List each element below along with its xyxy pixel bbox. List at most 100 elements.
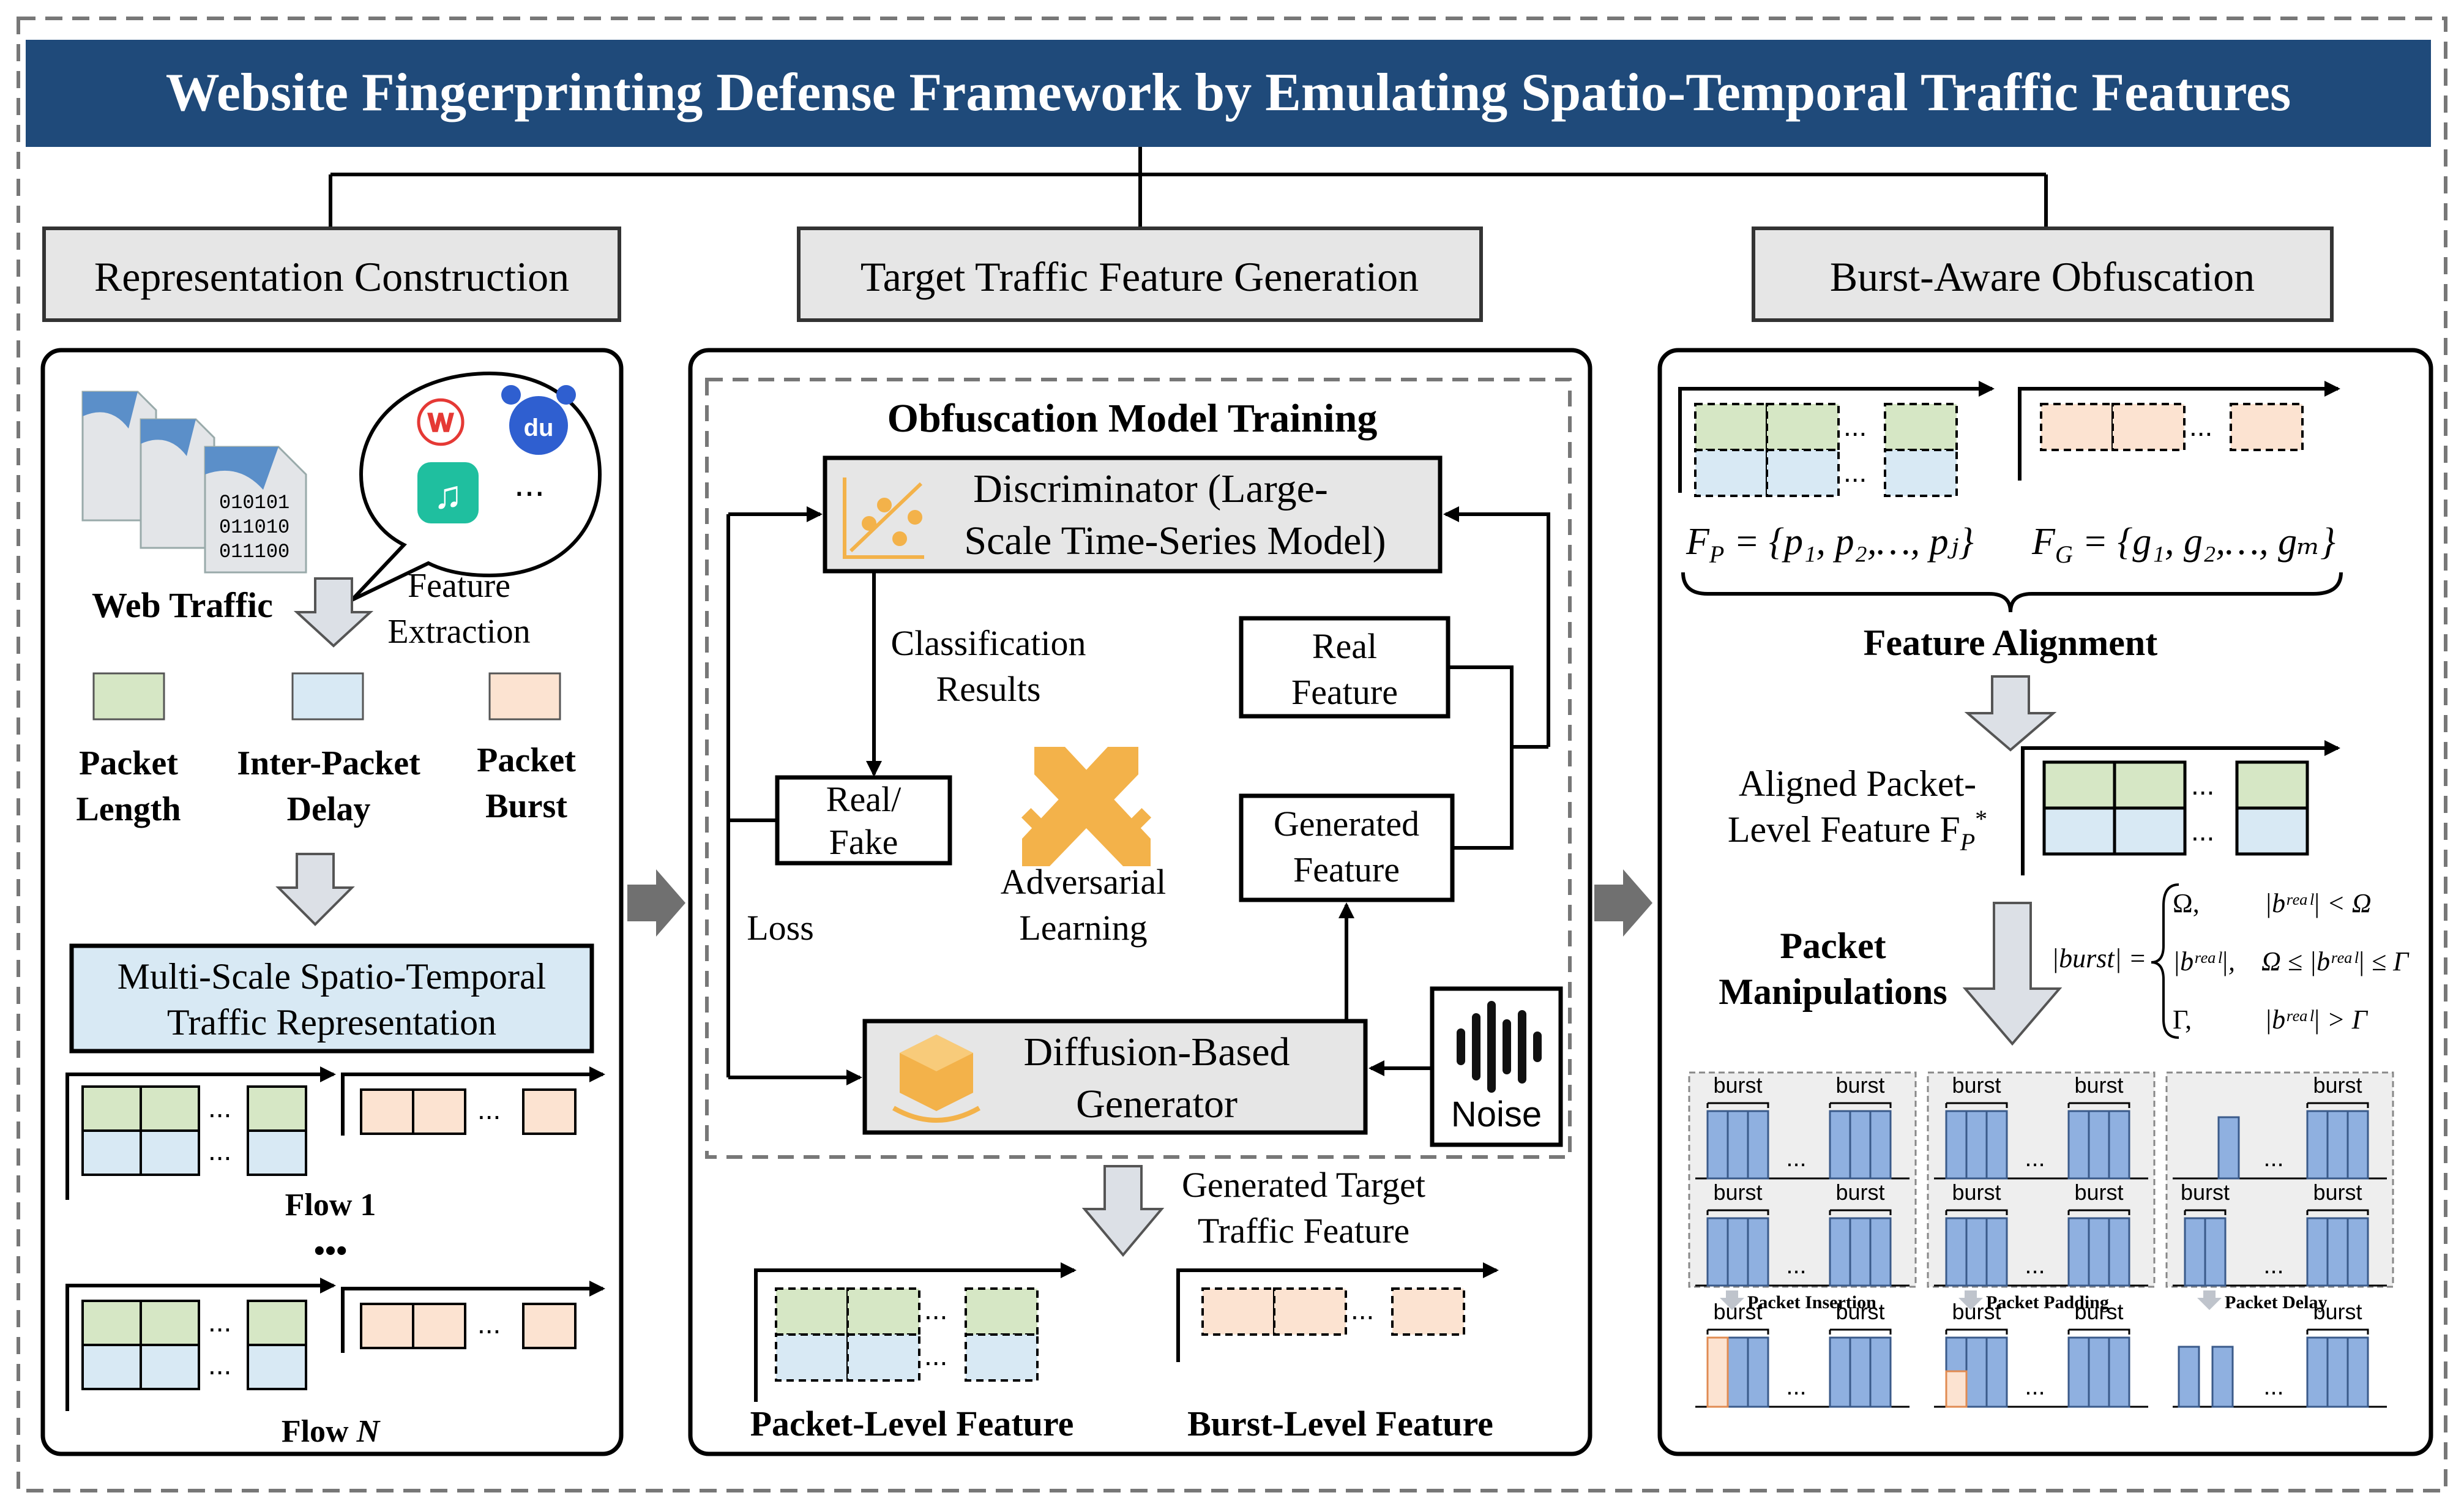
svg-text:...: ... <box>477 1308 501 1339</box>
svg-text:...: ... <box>2189 410 2212 442</box>
packet-bar <box>1706 1110 1729 1180</box>
ellipsis: ... <box>1786 1145 1806 1172</box>
svg-text:Ω ≤ |bʳᵉᵃˡ| ≤ Γ: Ω ≤ |bʳᵉᵃˡ| ≤ Γ <box>2261 946 2410 976</box>
burst-group: burst <box>2067 1299 2130 1408</box>
noise-waveform-icon <box>1457 1001 1542 1093</box>
svg-text:♫: ♫ <box>433 473 463 517</box>
burst-group: burst <box>2306 1180 2369 1287</box>
file-icon <box>81 391 157 522</box>
packet-bar <box>1849 1110 1872 1180</box>
burst-group: burst <box>1945 1073 2008 1180</box>
svg-text:Real: Real <box>1312 626 1377 666</box>
packet-bar <box>2088 1110 2110 1180</box>
packet-bar <box>2088 1336 2110 1408</box>
svg-text:Scale Time-Series Model): Scale Time-Series Model) <box>964 519 1386 563</box>
svg-text:Extraction: Extraction <box>387 613 530 651</box>
svg-text:...: ... <box>208 1134 231 1166</box>
packet-bar <box>1985 1217 2008 1287</box>
packet-bar <box>1869 1336 1892 1408</box>
packet-bar <box>2217 1116 2240 1180</box>
op-arrow <box>1720 1290 1744 1310</box>
burst-group: burst <box>2067 1180 2130 1287</box>
svg-text:Length: Length <box>76 790 181 828</box>
ellipsis: ... <box>2025 1373 2045 1400</box>
svg-text:...: ... <box>1351 1294 1374 1325</box>
packet-level-label: Packet-Level Feature <box>750 1404 1074 1443</box>
burst-group: burst <box>1829 1299 1892 1408</box>
burst-bracket <box>2306 1328 2369 1335</box>
svg-text:...: ... <box>514 463 545 504</box>
packet-bar <box>1945 1217 1968 1287</box>
ellipsis: ... <box>2025 1145 2045 1172</box>
packet-bar <box>2108 1336 2130 1408</box>
packet-bar <box>1869 1217 1892 1287</box>
op-label: Packet Insertion <box>1747 1292 1876 1312</box>
burst-label: burst <box>1713 1299 1762 1324</box>
feature-extraction-arrow <box>293 577 374 648</box>
cube-icon <box>892 1035 980 1123</box>
packet-bar <box>2108 1110 2130 1180</box>
multi-scale-box: Multi-Scale Spatio-Temporal Traffic Repr… <box>69 943 594 1054</box>
svg-text:Traffic Feature: Traffic Feature <box>1198 1211 1409 1251</box>
down-arrow-rep <box>275 853 355 926</box>
svg-text:Generated: Generated <box>1274 804 1419 844</box>
svg-text:Ω,: Ω, <box>2173 888 2200 918</box>
packet-bar <box>1706 1217 1729 1287</box>
loss-label: Loss <box>747 908 814 948</box>
file-icons: 010101 011010 011100 <box>81 391 307 574</box>
burst-label: burst <box>2313 1299 2362 1324</box>
training-dashed-box <box>705 378 1572 1159</box>
burst-bracket <box>1706 1328 1769 1335</box>
burst-formula: |burst| = Ω, |bʳᵉᵃˡ| < Ω |bʳᵉᵃˡ|, Ω ≤ |b… <box>2051 883 2410 1039</box>
packet-bar <box>2067 1336 2090 1408</box>
burst-bracket <box>2067 1328 2130 1335</box>
arrow-rep-to-gen <box>627 869 685 937</box>
svg-text:Results: Results <box>936 669 1041 709</box>
packet-bar <box>1747 1217 1769 1287</box>
burst-label: burst <box>1952 1180 2001 1205</box>
title-bar <box>26 40 2431 147</box>
svg-text:Aligned Packet-: Aligned Packet- <box>1739 763 1976 804</box>
baidu-icon: du <box>501 385 576 455</box>
alignment-brace <box>1681 572 2343 613</box>
burst-group: burst <box>1706 1180 1769 1287</box>
legend-swatch-green <box>92 672 165 721</box>
op-arrow <box>2197 1290 2222 1310</box>
packet-bar <box>1829 1217 1851 1287</box>
packet-bar <box>1747 1110 1769 1180</box>
burst-bracket <box>2184 1209 2227 1215</box>
packet-bar <box>2204 1217 2227 1287</box>
ellipsis: ... <box>1786 1252 1806 1279</box>
svg-text:|bʳᵉᵃˡ|,: |bʳᵉᵃˡ|, <box>2173 946 2235 976</box>
packet-bar <box>1985 1110 2008 1180</box>
packet-bar <box>1727 1217 1749 1287</box>
generated-target-arrow <box>1081 1165 1165 1257</box>
svg-text:Delay: Delay <box>287 790 371 828</box>
padding-packet <box>1945 1370 1968 1408</box>
tree-connectors <box>329 147 2048 227</box>
packet-bar <box>2108 1217 2130 1287</box>
packet-bar <box>2346 1336 2369 1408</box>
aligned-grid <box>2021 740 2340 875</box>
svg-text:Discriminator (Large-: Discriminator (Large- <box>973 466 1328 511</box>
burst-group: burst <box>1829 1180 1892 1287</box>
burst-level-label: Burst-Level Feature <box>1187 1404 1493 1443</box>
svg-text:...: ... <box>1843 410 1867 442</box>
generator-box: Diffusion-Based Generator <box>862 1019 1368 1135</box>
svg-text:011010: 011010 <box>219 516 289 539</box>
svg-text:Feature: Feature <box>408 567 510 605</box>
svg-text:...: ... <box>2191 815 2214 847</box>
burst-bracket <box>1945 1209 2008 1215</box>
svg-text:010101: 010101 <box>219 492 289 514</box>
packet-bar <box>1849 1336 1872 1408</box>
op-label: Packet Padding <box>1986 1292 2109 1312</box>
page-title: Website Fingerprinting Defense Framework… <box>166 63 2291 122</box>
burst-label: burst <box>1952 1073 2001 1098</box>
packet-bar <box>2088 1217 2110 1287</box>
svg-text:Burst: Burst <box>485 787 567 825</box>
fp-grid <box>1678 381 1995 497</box>
ellipsis: ... <box>2025 1252 2045 1279</box>
svg-text:011100: 011100 <box>219 541 289 563</box>
svg-text:...: ... <box>924 1339 947 1371</box>
